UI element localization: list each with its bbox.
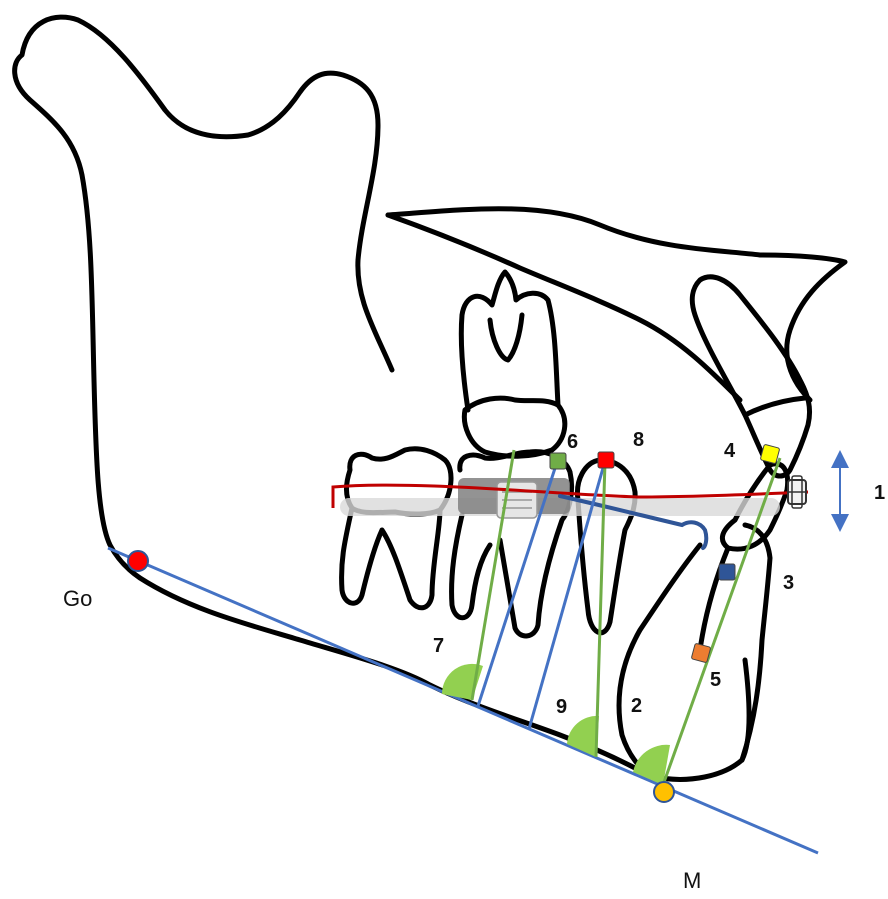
label-7: 7: [433, 635, 444, 657]
go-point: [128, 551, 148, 571]
label-2: 2: [631, 695, 642, 717]
label-6: 6: [567, 431, 578, 453]
label-8: 8: [633, 429, 644, 451]
marker-6-molar: [550, 453, 566, 469]
upper-molar-outline: [461, 272, 565, 456]
label-go: Go: [63, 586, 92, 611]
marker-4-incisor-tip: [760, 444, 780, 464]
marker-5-incisor-root: [691, 643, 711, 663]
angle-wedge-premolar: [567, 716, 599, 757]
label-4: 4: [724, 440, 736, 462]
marker-8-premolar: [598, 452, 614, 468]
label-1: 1: [874, 482, 885, 504]
lower-second-molar-outline: [342, 449, 451, 608]
maxilla-outline: [388, 209, 845, 476]
lower-premolar-outline: [577, 460, 635, 633]
label-m: M: [683, 868, 701, 893]
maxilla-lower-contour: [388, 215, 740, 400]
marker-3-blue: [719, 564, 735, 580]
m-point: [654, 782, 674, 802]
vertical-double-arrow-icon: [831, 450, 849, 532]
label-5: 5: [710, 669, 721, 691]
mandible-outline: [15, 17, 788, 780]
palatal-plane: [388, 209, 845, 400]
bracket-icon: [788, 476, 806, 508]
label-3: 3: [783, 572, 794, 594]
label-9: 9: [556, 696, 567, 718]
